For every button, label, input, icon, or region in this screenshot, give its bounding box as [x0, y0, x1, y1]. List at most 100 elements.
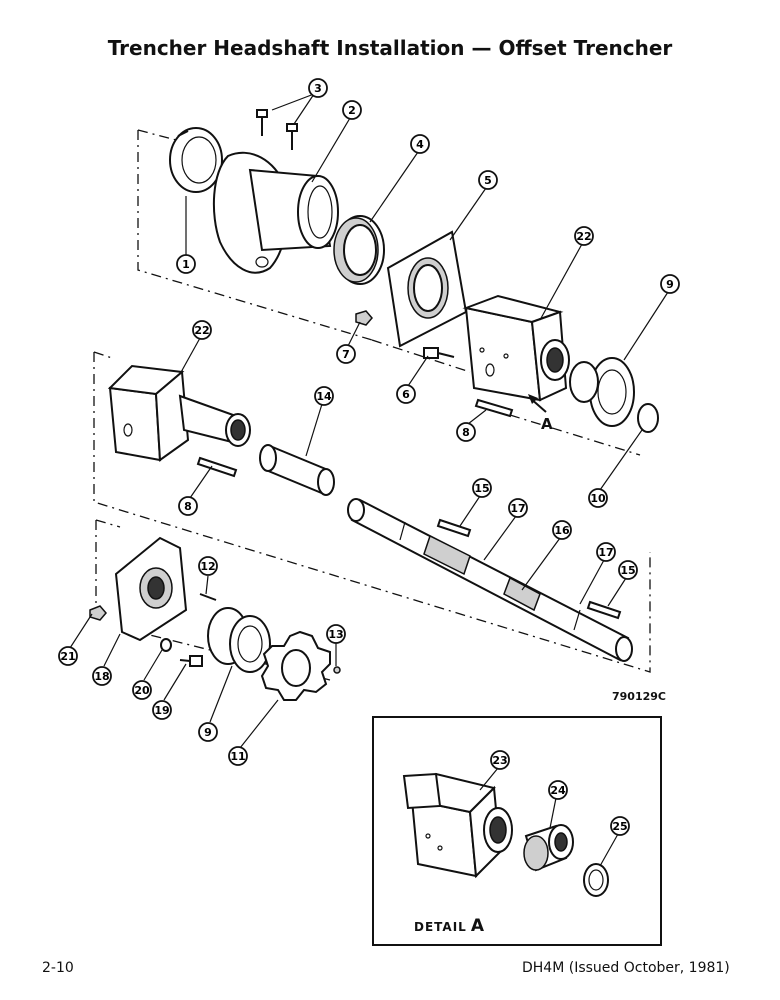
- callout-9-right: 9: [660, 274, 680, 294]
- part-5-gasket: [386, 230, 468, 348]
- svg-text:14: 14: [316, 390, 332, 403]
- svg-text:19: 19: [154, 704, 169, 717]
- middle-group-outline: [93, 351, 651, 673]
- svg-text:23: 23: [492, 754, 507, 767]
- callout-19: 19: [152, 700, 172, 720]
- part-24-needle-bearing: [523, 824, 574, 872]
- leader-lines: [69, 93, 669, 749]
- callout-10: 10: [588, 488, 608, 508]
- svg-text:24: 24: [550, 784, 566, 797]
- detail-label-letter: A: [470, 916, 485, 936]
- page-title: Trencher Headshaft Installation — Offset…: [107, 36, 673, 60]
- svg-text:9: 9: [204, 726, 212, 739]
- svg-text:1: 1: [182, 258, 190, 271]
- callout-15-upper: 15: [472, 478, 492, 498]
- part-6-bolt: [423, 347, 455, 359]
- upper-group-outline: [137, 129, 471, 373]
- part-1-seal-ring: [169, 127, 223, 193]
- detail-label-text: DETAIL: [414, 920, 467, 934]
- svg-text:3: 3: [314, 82, 322, 95]
- part-3-bolts: [256, 109, 298, 150]
- svg-text:18: 18: [94, 670, 109, 683]
- part-21-nut: [89, 605, 107, 621]
- callout-17-upper: 17: [508, 498, 528, 518]
- svg-text:12: 12: [200, 560, 215, 573]
- callout-13: 13: [326, 624, 346, 644]
- callout-21: 21: [58, 646, 78, 666]
- svg-text:25: 25: [612, 820, 627, 833]
- svg-text:20: 20: [134, 684, 150, 697]
- document-reference: DH4M (Issued October, 1981): [522, 960, 730, 976]
- detail-leader-lines: [479, 767, 619, 867]
- detail-a-box: [372, 716, 662, 946]
- part-13-set-screw: [333, 666, 341, 674]
- callout-3: 3: [308, 78, 328, 98]
- callout-1: 1: [176, 254, 196, 274]
- callout-20: 20: [132, 680, 152, 700]
- svg-text:2: 2: [348, 104, 356, 117]
- callout-24: 24: [548, 780, 568, 800]
- svg-text:7: 7: [342, 348, 350, 361]
- svg-text:15: 15: [620, 564, 635, 577]
- svg-text:17: 17: [510, 502, 525, 515]
- figure-number: 790129C: [612, 690, 666, 703]
- view-arrow-a: [528, 394, 547, 413]
- callout-7: 7: [336, 344, 356, 364]
- callout-5: 5: [478, 170, 498, 190]
- view-arrow-label: A: [541, 415, 553, 433]
- part-9-flange-bearing-right: [569, 357, 635, 427]
- callout-22-left: 22: [192, 320, 212, 340]
- callout-15-lower: 15: [618, 560, 638, 580]
- callout-16: 16: [552, 520, 572, 540]
- part-10-snap-ring: [637, 403, 659, 433]
- callout-8-right: 8: [456, 422, 476, 442]
- svg-text:21: 21: [60, 650, 75, 663]
- callout-25: 25: [610, 816, 630, 836]
- part-9-flange-bearing-lower: [207, 607, 271, 673]
- part-7-nut: [355, 310, 373, 326]
- callout-11: 11: [228, 746, 248, 766]
- callout-18: 18: [92, 666, 112, 686]
- part-8-key-right: [474, 398, 514, 418]
- callout-17-lower: 17: [596, 542, 616, 562]
- svg-text:11: 11: [230, 750, 245, 763]
- svg-text:13: 13: [328, 628, 343, 641]
- part-22-bearing-block-left: [107, 364, 251, 462]
- part-22-bearing-block-right: [462, 294, 570, 402]
- svg-text:6: 6: [402, 388, 410, 401]
- svg-text:8: 8: [462, 426, 470, 439]
- part-19-bolt: [179, 655, 203, 667]
- detail-a-bearing-block: [402, 772, 513, 879]
- callout-22-right: 22: [574, 226, 594, 246]
- callout-23: 23: [490, 750, 510, 770]
- svg-text:17: 17: [598, 546, 613, 559]
- part-25-seal: [583, 863, 609, 897]
- svg-text:9: 9: [666, 278, 674, 291]
- svg-text:15: 15: [474, 482, 489, 495]
- svg-text:22: 22: [194, 324, 209, 337]
- callout-6: 6: [396, 384, 416, 404]
- callout-12: 12: [198, 556, 218, 576]
- part-12-pin: [199, 593, 217, 601]
- svg-text:8: 8: [184, 500, 192, 513]
- part-8-key-left: [196, 456, 238, 478]
- callout-2: 2: [342, 100, 362, 120]
- part-11-sprocket: [260, 630, 331, 701]
- part-4-bearing: [333, 215, 385, 285]
- part-18-flange-plate: [114, 536, 188, 642]
- svg-text:5: 5: [484, 174, 492, 187]
- part-20-washer: [160, 638, 172, 652]
- headshaft: [347, 498, 633, 662]
- callout-8-left: 8: [178, 496, 198, 516]
- svg-text:22: 22: [576, 230, 591, 243]
- callout-4: 4: [410, 134, 430, 154]
- svg-text:16: 16: [554, 524, 570, 537]
- part-14-sleeve: [259, 444, 335, 496]
- callout-9-lower: 9: [198, 722, 218, 742]
- page-number: 2-10: [42, 960, 74, 976]
- svg-text:4: 4: [416, 138, 424, 151]
- callout-14: 14: [314, 386, 334, 406]
- svg-text:10: 10: [590, 492, 606, 505]
- part-2-bearing-housing: [212, 151, 339, 274]
